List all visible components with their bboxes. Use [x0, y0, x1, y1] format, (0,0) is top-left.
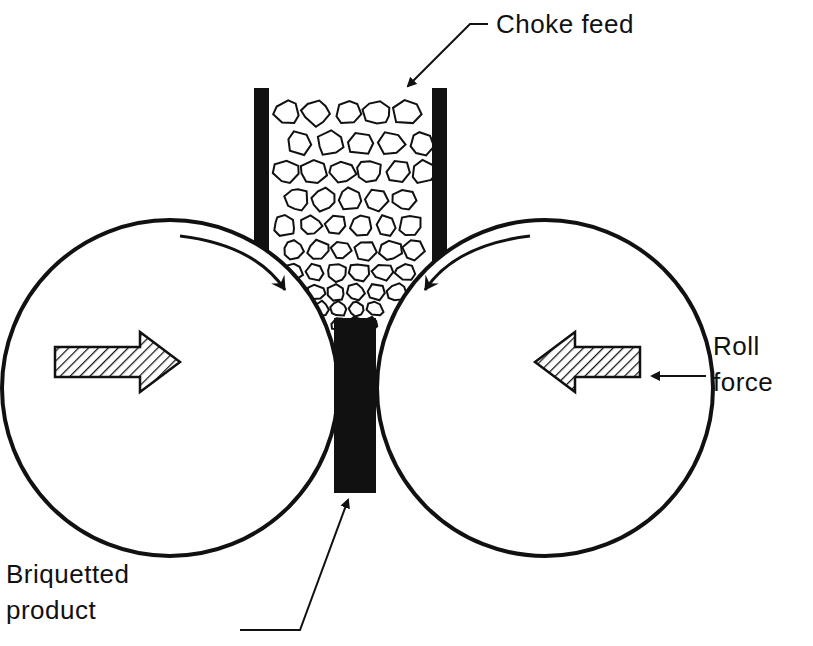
- feed-particle: [311, 188, 334, 212]
- feed-particle: [379, 241, 402, 260]
- feed-particle: [301, 215, 322, 234]
- feed-particle: [331, 242, 352, 258]
- callout-label: Briquetted product: [6, 556, 206, 628]
- feed-particle: [284, 189, 307, 210]
- feed-particle: [328, 284, 344, 301]
- feed-particle: [325, 216, 346, 234]
- feed-particle: [378, 132, 406, 154]
- feed-particle: [387, 161, 410, 182]
- feed-particle: [402, 240, 424, 260]
- callout-label: Choke feed: [496, 6, 696, 42]
- callout-label: Roll force: [713, 328, 809, 400]
- feed-particle: [301, 101, 330, 127]
- feed-particle: [363, 101, 390, 123]
- feed-particle: [329, 162, 356, 183]
- briquette-slab: [334, 318, 376, 493]
- hopper-wall: [254, 88, 269, 266]
- feed-particle: [306, 264, 324, 281]
- feed-particle: [330, 301, 346, 315]
- feed-particle: [372, 265, 394, 281]
- leader-line: [240, 500, 348, 630]
- feed-particle: [349, 264, 369, 281]
- feed-particle: [395, 264, 416, 280]
- feed-particle: [339, 188, 361, 210]
- feed-particle: [347, 284, 365, 301]
- feed-particle: [357, 161, 381, 182]
- leader-line: [652, 375, 706, 377]
- left-roll: [2, 220, 338, 556]
- hopper-wall: [432, 88, 447, 266]
- feed-particle: [307, 240, 328, 259]
- feed-particle: [365, 190, 389, 212]
- feed-particle: [285, 240, 304, 259]
- rotation-arrow: [425, 236, 530, 290]
- feed-particle: [377, 215, 396, 236]
- feed-particle: [273, 100, 298, 123]
- feed-particle: [368, 284, 385, 300]
- force-arrow: [55, 332, 180, 392]
- feed-particle: [288, 131, 311, 155]
- feed-particle: [274, 215, 294, 236]
- feed-particle: [399, 216, 420, 235]
- feed-particle: [393, 190, 417, 209]
- feed-particle: [411, 132, 435, 155]
- feed-particle: [328, 264, 346, 282]
- feed-particle: [301, 160, 327, 183]
- leader-line: [408, 24, 488, 86]
- feed-particle: [367, 302, 384, 316]
- feed-particle: [318, 130, 344, 154]
- feed-particle: [349, 302, 364, 317]
- force-arrow: [535, 332, 640, 392]
- right-roll: [377, 220, 713, 556]
- rotation-arrow: [180, 236, 285, 290]
- feed-particle: [348, 133, 373, 154]
- feed-particle: [355, 242, 377, 260]
- feed-particle: [350, 216, 371, 236]
- feed-particle: [393, 100, 422, 123]
- feed-particle: [337, 101, 362, 123]
- feed-particle: [273, 161, 299, 183]
